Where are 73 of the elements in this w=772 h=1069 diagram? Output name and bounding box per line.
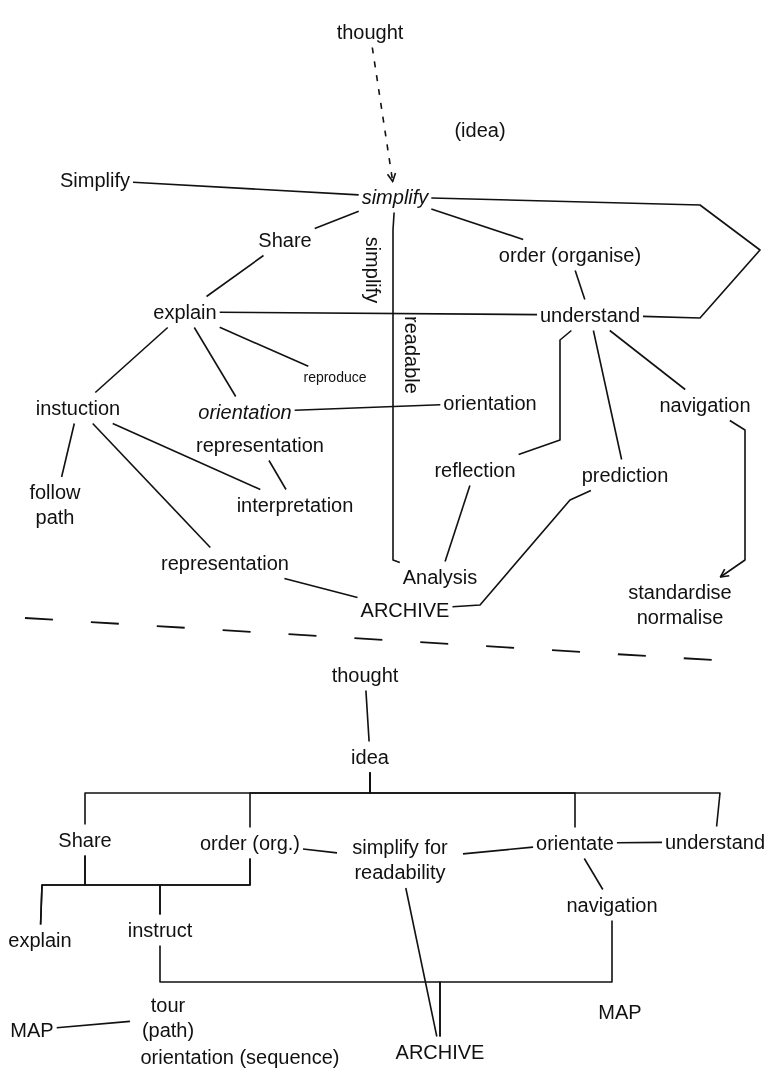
connector-line bbox=[302, 848, 338, 854]
connector-line bbox=[293, 404, 442, 411]
node-text: follow path bbox=[25, 480, 85, 530]
connector-line bbox=[517, 329, 573, 456]
node-text: explain bbox=[153, 299, 217, 325]
node-text: navigation bbox=[566, 892, 658, 918]
node-text: orientate bbox=[536, 830, 614, 856]
node-text: Share bbox=[58, 827, 112, 853]
node-text: instuction bbox=[35, 395, 121, 421]
node-text: orientation bbox=[443, 390, 537, 416]
node-text: representation bbox=[196, 432, 324, 458]
node-text: reflection bbox=[434, 457, 516, 483]
connector-line bbox=[365, 689, 370, 743]
connector-line bbox=[132, 181, 360, 196]
node-text: standardise normalise bbox=[615, 580, 745, 630]
connector-line bbox=[159, 857, 251, 916]
connector-line bbox=[369, 771, 721, 828]
node-text: thought bbox=[331, 662, 399, 688]
connector-line bbox=[392, 211, 401, 564]
node-text: orientation (sequence) bbox=[140, 1044, 340, 1069]
node-text: navigation bbox=[659, 392, 751, 418]
connector-line bbox=[268, 459, 287, 491]
node-text: thought bbox=[336, 19, 404, 45]
connector-line bbox=[91, 422, 212, 549]
connector-line bbox=[430, 197, 761, 319]
node-text: order (organise) bbox=[498, 242, 642, 268]
connector-line bbox=[218, 311, 538, 316]
connector-line bbox=[111, 422, 262, 491]
connector-line bbox=[616, 841, 663, 844]
node-text: ARCHIVE bbox=[360, 597, 450, 623]
connector-line bbox=[94, 326, 169, 394]
node-text: understand bbox=[539, 302, 641, 328]
connector-line bbox=[444, 484, 471, 563]
connector-line bbox=[439, 919, 613, 1038]
connector-line bbox=[451, 489, 592, 608]
connector-line bbox=[55, 1020, 131, 1029]
connector-line bbox=[205, 254, 265, 298]
connector-line bbox=[609, 329, 686, 391]
arrow bbox=[719, 419, 746, 578]
node-text: orientation bbox=[198, 399, 292, 425]
node-text: explain bbox=[8, 927, 72, 953]
node-text: readable bbox=[398, 316, 424, 394]
node-text: MAP bbox=[10, 1017, 54, 1043]
connector-line bbox=[218, 326, 310, 368]
connector-line bbox=[193, 326, 237, 398]
node-text: understand bbox=[664, 829, 766, 855]
node-text: Analysis bbox=[402, 564, 478, 590]
node-text: simplify for readability bbox=[340, 835, 460, 885]
node-text: (idea) bbox=[454, 117, 506, 143]
node-text: order (org.) bbox=[200, 830, 300, 856]
connector-line bbox=[313, 210, 360, 230]
connector-line bbox=[283, 577, 359, 599]
node-text: simplify bbox=[359, 236, 385, 304]
connector-line bbox=[60, 422, 76, 478]
node-text: reproduce bbox=[303, 369, 367, 387]
node-text: representation bbox=[161, 550, 289, 576]
connector-line bbox=[405, 887, 438, 1038]
node-text: prediction bbox=[581, 462, 669, 488]
node-text: MAP bbox=[598, 999, 642, 1025]
arrow bbox=[371, 46, 397, 183]
node-text: Share bbox=[258, 227, 312, 253]
connector-line bbox=[462, 846, 534, 855]
node-text: interpretation bbox=[236, 492, 354, 518]
node-text: idea bbox=[351, 744, 389, 770]
node-text: ARCHIVE bbox=[395, 1039, 485, 1065]
node-text: Simplify bbox=[60, 167, 130, 193]
connector-line bbox=[574, 269, 586, 301]
connector-line bbox=[592, 329, 623, 461]
connector-line bbox=[430, 208, 524, 241]
node-text: simplify bbox=[361, 184, 429, 210]
node-text: tour (path) bbox=[133, 993, 203, 1043]
node-text: instruct bbox=[127, 917, 193, 943]
connector-line bbox=[583, 857, 604, 891]
